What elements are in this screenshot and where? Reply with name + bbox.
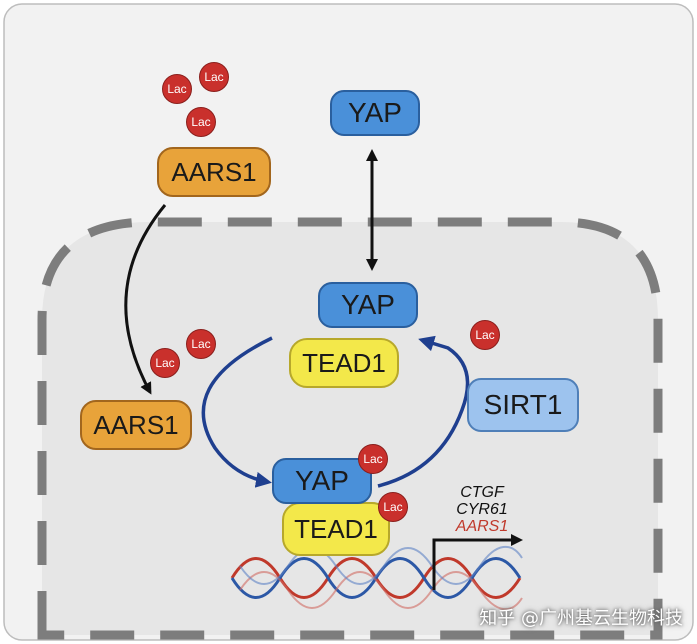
lac-circle-icon: Lac (186, 107, 216, 137)
delactylation-arrow (377, 335, 470, 488)
yap-nucleus-label: YAP (318, 282, 418, 328)
dna-helix-icon (230, 546, 523, 610)
lactylation-arrow (201, 336, 273, 488)
nucleus-membrane (37, 217, 663, 640)
gene-ctgf-label: CTGF (460, 484, 504, 501)
lac-circle-icon: Lac (378, 492, 408, 522)
lac-circle-icon: Lac (162, 74, 192, 104)
lac-circle-icon: Lac (470, 320, 500, 350)
tead1-top-label: TEAD1 (289, 338, 399, 388)
yap-cytoplasm-label: YAP (330, 90, 420, 136)
lac-circle-icon: Lac (150, 348, 180, 378)
aars1-cytoplasm-label: AARS1 (157, 147, 271, 197)
gene-aars1-label: AARS1 (455, 518, 509, 535)
lac-circle-icon: Lac (358, 444, 388, 474)
lac-circle-icon: Lac (186, 329, 216, 359)
yap-lactylated-label: YAP (272, 458, 372, 504)
aars1-nucleus-label: AARS1 (80, 400, 192, 450)
watermark: 知乎 @广州基云生物科技 (479, 608, 683, 629)
tead1-bottom-label: TEAD1 (282, 502, 390, 556)
transcription-arrow-icon (432, 534, 523, 590)
sirt1-label: SIRT1 (467, 378, 579, 432)
aars1-translocation-arrow (124, 204, 167, 395)
lac-circle-icon: Lac (199, 62, 229, 92)
gene-cyr61-label: CYR61 (456, 501, 508, 518)
